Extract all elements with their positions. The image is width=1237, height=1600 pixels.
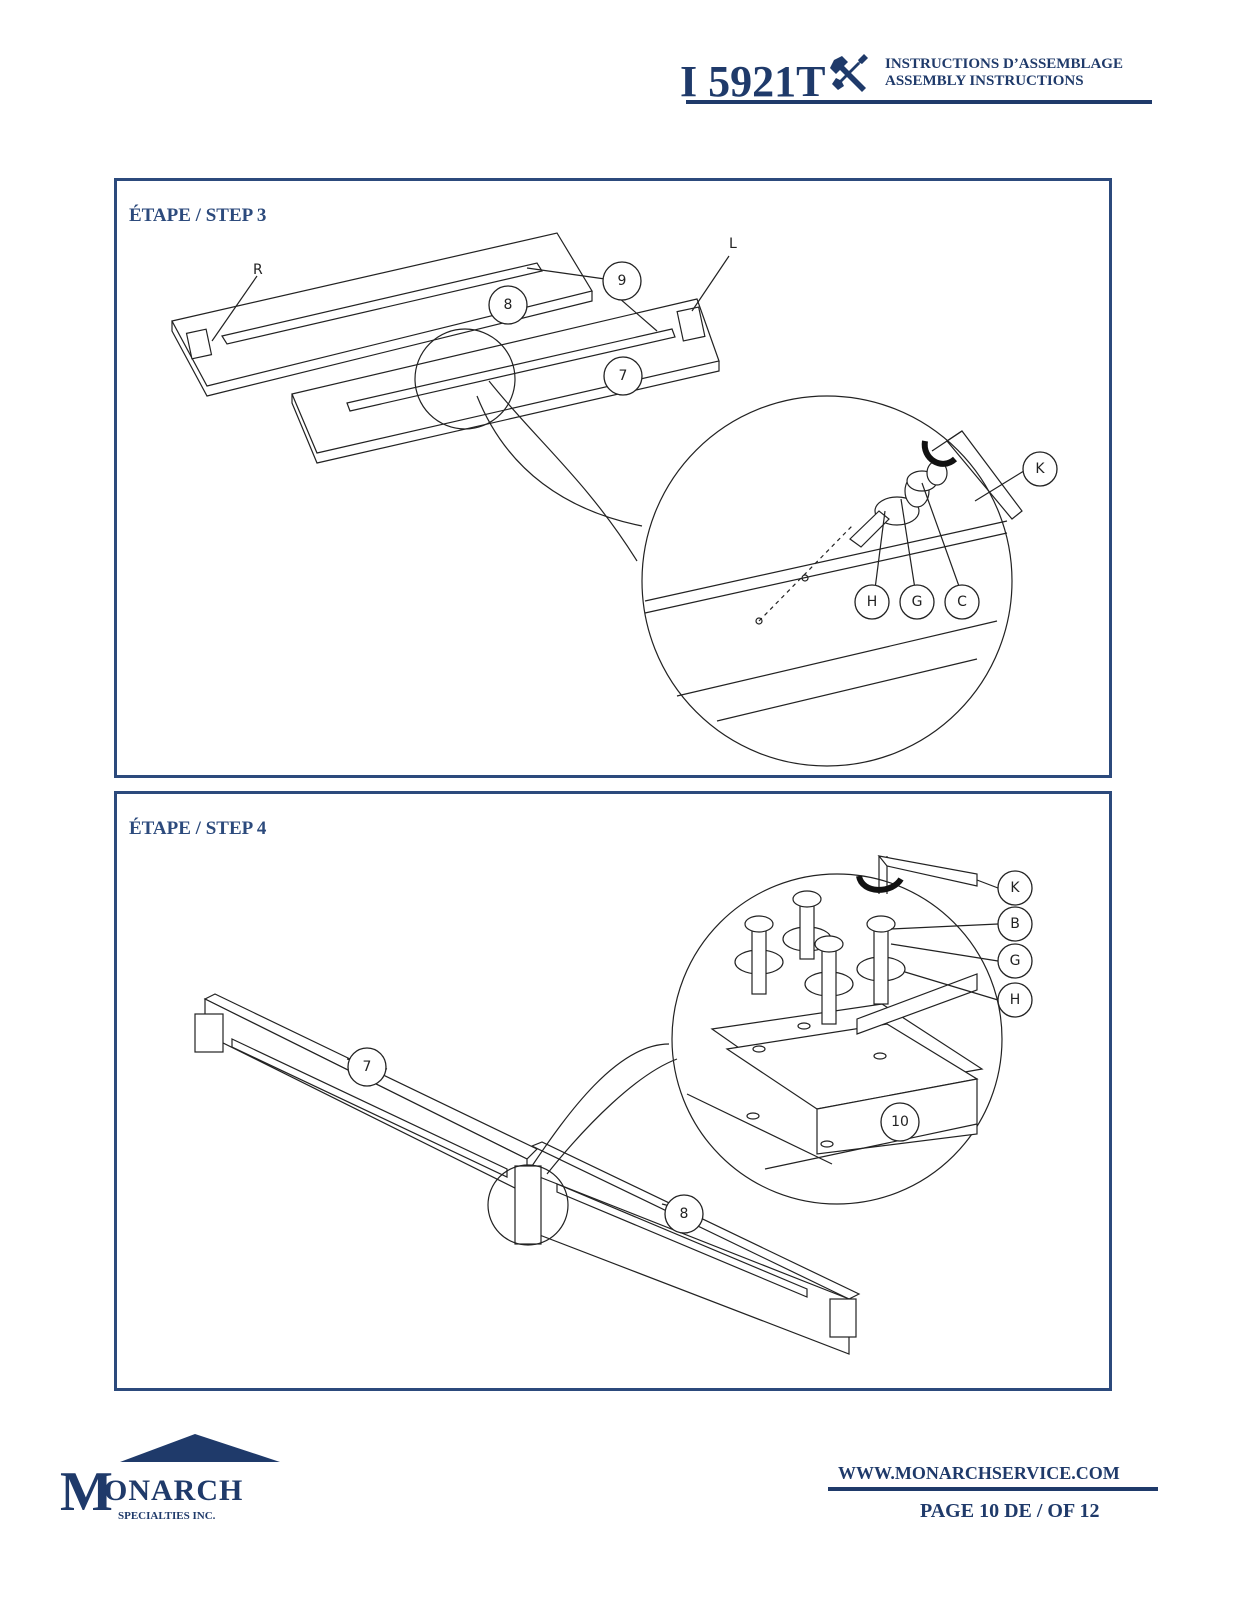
tools-icon [830,54,868,92]
svg-text:C: C [957,594,967,610]
header-rule [686,100,1152,104]
leader-g [890,943,999,962]
header-line-en: ASSEMBLY INSTRUCTIONS [885,73,1084,89]
svg-text:B: B [1010,916,1020,932]
svg-text:K: K [1010,880,1020,896]
logo-subtitle: SPECIALTIES INC. [118,1510,216,1522]
zoom-line-1 [546,1058,678,1175]
leader-c [921,482,961,590]
callout-g: G [899,584,935,620]
leader-9a [526,267,606,280]
step-3-illustration: R L 9 8 7 K H G C [171,232,1058,767]
roof-icon [120,1434,280,1462]
svg-text:9: 9 [618,273,627,289]
header-line-fr: INSTRUCTIONS D’ASSEMBLAGE [885,56,1123,72]
detail-circle-small [487,1164,569,1246]
callout-h: H [854,584,890,620]
callout-7: 7 [603,356,643,396]
svg-text:K: K [1035,461,1045,477]
logo-m: M [60,1461,113,1523]
model-number: I 5921T [680,57,826,106]
detail-bed-corner [686,973,984,1170]
leader-r [211,275,258,342]
footer-rule [828,1487,1158,1491]
step-4-panel: ÉTAPE / STEP 4 [114,791,1112,1391]
header-instructions: INSTRUCTIONS D’ASSEMBLAGE ASSEMBLY INSTR… [885,56,1123,90]
label-l: L [729,236,737,252]
callout-g: G [997,943,1033,979]
svg-text:7: 7 [363,1059,372,1075]
callout-9: 9 [602,261,642,301]
step-3-title: ÉTAPE / STEP 3 [129,205,267,226]
callout-h: H [997,982,1033,1018]
document-header: I 5921T INSTRUCTIONS D’ASSEMBLAGE ASSEMB… [680,52,1160,112]
logo-name: ONARCH [104,1474,244,1507]
zoom-line-2 [531,1043,670,1167]
callout-7: 7 [347,1047,387,1087]
bracket-plate [514,1165,542,1245]
step-4-title: ÉTAPE / STEP 4 [129,818,267,839]
svg-text:G: G [912,594,923,610]
step-3-panel: ÉTAPE / STEP 3 [114,178,1112,778]
monarch-logo: M ONARCH SPECIALTIES INC. [60,1432,280,1523]
website-link[interactable]: WWW.MONARCHSERVICE.COM [838,1463,1120,1483]
zoom-line-1 [476,395,643,527]
step-4-illustration: K B G H 7 8 10 [194,855,1033,1355]
svg-text:8: 8 [504,297,513,313]
svg-text:10: 10 [891,1114,909,1130]
board-8 [171,232,593,397]
detail-rail [644,520,1008,722]
callout-8: 8 [664,1194,704,1234]
svg-text:G: G [1010,953,1021,969]
leader-g [900,498,916,590]
leader-b [890,923,999,930]
leader-k [974,468,1028,502]
zoom-line-2 [488,380,638,562]
hex-key-k [856,855,978,894]
hex-key-k [921,430,1023,520]
svg-text:H: H [867,594,878,610]
callout-10: 10 [880,1102,920,1142]
board-7 [291,298,720,464]
callout-k: K [997,870,1033,906]
detail-circle-small [414,328,516,430]
rail-8 [530,1141,861,1355]
page-number: PAGE 10 DE / OF 12 [920,1500,1100,1522]
svg-text:7: 7 [619,368,628,384]
callout-c: C [944,584,980,620]
detail-bolt-assemblies [734,890,906,1025]
callout-8: 8 [488,285,528,325]
detail-bolt-assembly [849,460,948,548]
leader-l [691,255,730,312]
svg-text:8: 8 [680,1206,689,1222]
leader-h [904,971,999,1001]
rail-7 [194,993,539,1195]
leader-h [874,510,886,590]
callout-k: K [1022,451,1058,487]
callout-b: B [997,906,1033,942]
label-r: R [253,262,263,278]
leader-k [976,879,999,889]
detail-circle-large [641,395,1013,767]
detail-circle-large [671,873,1003,1205]
svg-text:H: H [1010,992,1021,1008]
